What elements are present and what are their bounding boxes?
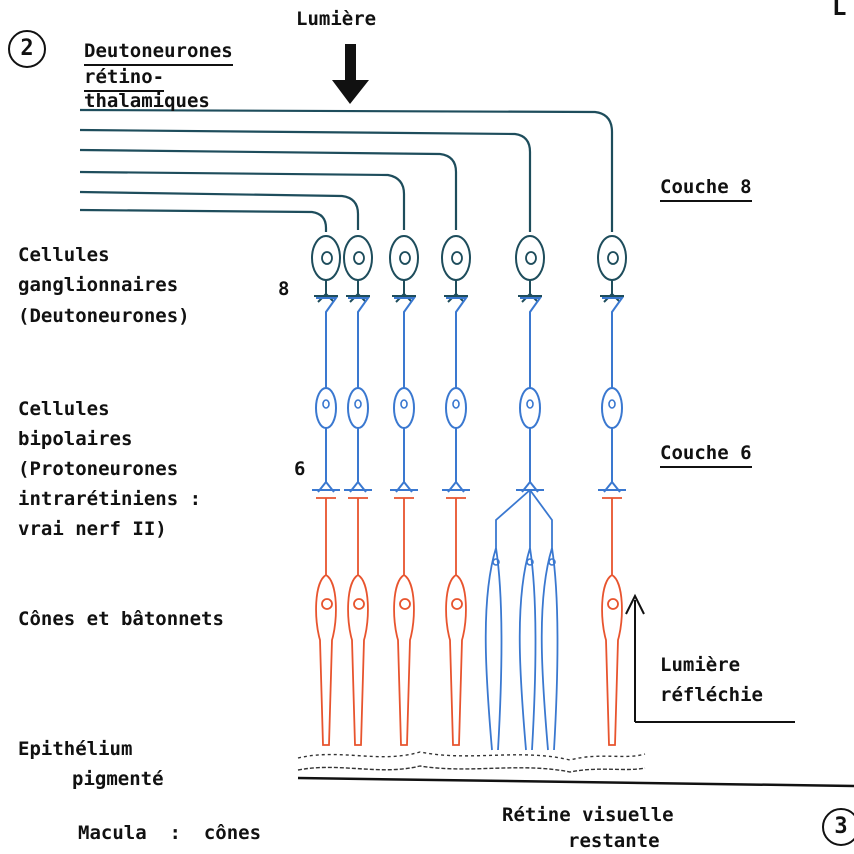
ganglion-cell bbox=[312, 236, 340, 280]
ganglion-nucleus bbox=[322, 252, 332, 264]
cone-cell bbox=[316, 498, 336, 745]
bipolar-dendrites bbox=[598, 428, 626, 492]
ganglion-nucleus bbox=[452, 252, 462, 264]
bipolar-nucleus bbox=[453, 400, 459, 408]
retina-label-2: restante bbox=[568, 828, 660, 854]
bipolar-axon bbox=[520, 298, 540, 388]
deutoneurones-line3: thalamiques bbox=[84, 88, 210, 114]
cone-nucleus bbox=[400, 599, 410, 609]
epithelium-label-1: Epithélium bbox=[18, 736, 132, 762]
bipolar-dendrites bbox=[442, 428, 470, 492]
bipolar-dendrites bbox=[390, 428, 418, 492]
cone-cell bbox=[602, 498, 622, 745]
bipolar-axon bbox=[394, 298, 414, 388]
layer-8-number: 8 bbox=[278, 276, 289, 302]
deutoneurones-title: Deutoneurones bbox=[84, 38, 233, 66]
bipolar-nucleus bbox=[609, 400, 615, 408]
ganglion-cell bbox=[598, 236, 626, 280]
cone-cell bbox=[348, 498, 368, 745]
ganglion-cell bbox=[344, 236, 372, 280]
bipolar-label-3: (Protoneurones bbox=[18, 456, 178, 482]
retina-label-1: Rétine visuelle bbox=[502, 802, 674, 828]
light-label: Lumière bbox=[296, 6, 376, 32]
cone-cell bbox=[394, 498, 414, 745]
bipolar-axon bbox=[446, 298, 466, 388]
bipolar-nucleus bbox=[527, 400, 533, 408]
ganglion-cell bbox=[442, 236, 470, 280]
cone-nucleus bbox=[608, 599, 618, 609]
bipolar-label-4: intrarétiniens : bbox=[18, 486, 201, 512]
couche-6-label: Couche 6 bbox=[660, 440, 752, 468]
page-number-right: 3 bbox=[822, 808, 854, 846]
bipolar-label-1: Cellules bbox=[18, 396, 110, 422]
ganglion-label-2: ganglionnaires bbox=[18, 272, 178, 298]
page-number-left: 2 bbox=[8, 30, 46, 68]
macula-label: Macula : cônes bbox=[78, 820, 261, 846]
bipolar-nucleus bbox=[401, 400, 407, 408]
ganglion-axons bbox=[80, 110, 612, 232]
bipolar-dendrites bbox=[344, 428, 372, 492]
reflected-light-label-1: Lumière bbox=[660, 652, 740, 678]
receptors-label: Cônes et bâtonnets bbox=[18, 606, 224, 632]
bipolar-nucleus bbox=[323, 400, 329, 408]
bipolar-dendrites bbox=[516, 428, 544, 492]
bipolar-dendrites bbox=[312, 428, 340, 492]
bipolar-axon bbox=[602, 298, 622, 388]
rod-cell bbox=[520, 490, 536, 750]
couche-8-label: Couche 8 bbox=[660, 174, 752, 202]
ganglion-nucleus bbox=[354, 252, 364, 264]
bipolar-label-2: bipolaires bbox=[18, 426, 132, 452]
corner-mark: L bbox=[832, 0, 846, 20]
bipolar-axon bbox=[316, 298, 336, 388]
reflected-light-label-2: réfléchie bbox=[660, 682, 763, 708]
bipolar-label-5: vrai nerf II) bbox=[18, 516, 167, 542]
layer-6-number: 6 bbox=[294, 456, 305, 482]
ganglion-cell bbox=[516, 236, 544, 280]
cone-nucleus bbox=[322, 599, 332, 609]
ganglion-label-1: Cellules bbox=[18, 242, 110, 268]
epithelium-label-2: pigmenté bbox=[72, 766, 164, 792]
ganglion-nucleus bbox=[608, 252, 618, 264]
ganglion-cell bbox=[390, 236, 418, 280]
ganglion-label-3: (Deutoneurones) bbox=[18, 303, 190, 329]
cone-nucleus bbox=[452, 599, 462, 609]
pigment-epithelium bbox=[298, 752, 854, 786]
light-arrow bbox=[332, 44, 369, 104]
ganglion-nucleus bbox=[400, 252, 410, 264]
bipolar-axon bbox=[348, 298, 368, 388]
ganglion-nucleus bbox=[526, 252, 536, 264]
cone-nucleus bbox=[354, 599, 364, 609]
cone-cell bbox=[446, 498, 466, 745]
bipolar-nucleus bbox=[355, 400, 361, 408]
